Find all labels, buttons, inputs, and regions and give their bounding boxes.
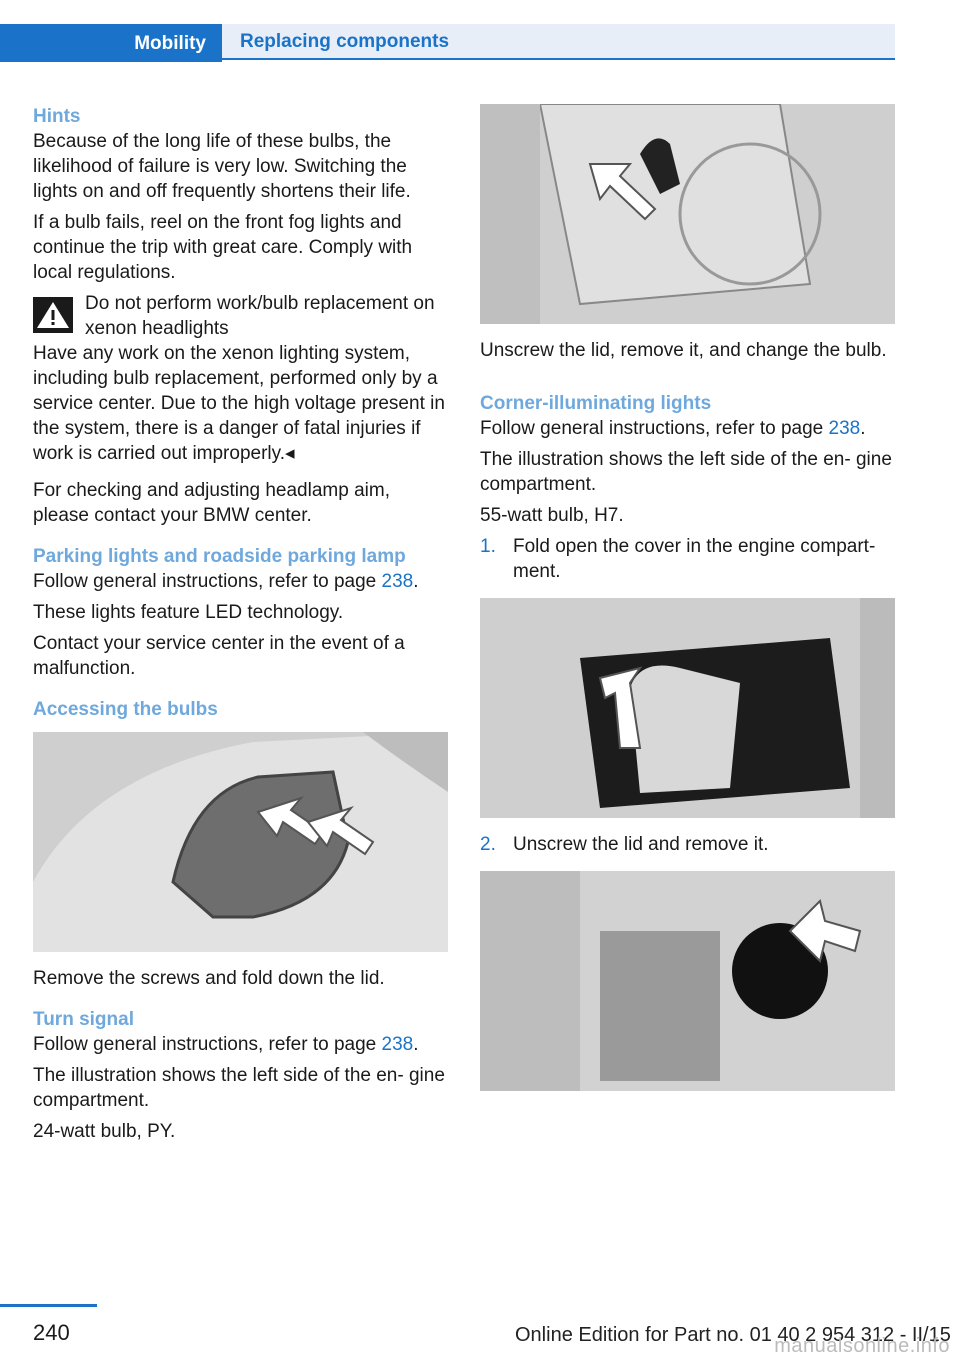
access-bulbs-figure <box>33 732 448 952</box>
left-column: Hints Because of the long life of these … <box>33 104 448 1150</box>
warning-block: Do not perform work/bulb replacement on … <box>33 291 448 341</box>
step-text: Unscrew the lid and remove it. <box>513 834 769 855</box>
parking-paragraph-1: Follow general instructions, refer to pa… <box>33 571 419 592</box>
hints-paragraph-1: Because of the long life of these bulbs,… <box>33 131 411 202</box>
page-link[interactable]: 238 <box>381 571 414 592</box>
step-item: 2. Unscrew the lid and remove it. <box>480 832 895 857</box>
corner-lights-heading: Corner-illuminating lights <box>480 393 712 414</box>
corner-paragraph-3: 55-watt bulb, H7. <box>480 505 624 526</box>
headlight-lid-illustration <box>480 104 895 324</box>
right-column: Unscrew the lid, remove it, and change t… <box>480 104 895 1105</box>
warning-title: Do not perform work/bulb replacement on … <box>85 293 435 339</box>
hints-heading: Hints <box>33 106 81 127</box>
parking-paragraph-3: Contact your service center in the event… <box>33 633 405 679</box>
page-header: Mobility Replacing components <box>0 24 895 62</box>
access-caption: Remove the screws and fold down the lid. <box>33 968 385 989</box>
steps-list-continued: 2. Unscrew the lid and remove it. <box>480 832 895 857</box>
aim-paragraph: For checking and adjusting headlamp aim,… <box>33 480 390 526</box>
turn-signal-heading: Turn signal <box>33 1009 134 1030</box>
step-text: Fold open the cover in the engine compar… <box>513 536 876 582</box>
access-heading: Accessing the bulbs <box>33 699 218 720</box>
corner-light-lid-illustration <box>480 871 895 1091</box>
parking-heading: Parking lights and roadside parking lamp <box>33 546 406 567</box>
corner-paragraph-2: The illustration shows the left side of … <box>480 449 892 495</box>
bulb-lid-figure <box>480 104 895 324</box>
engine-lid-illustration <box>33 732 448 952</box>
chapter-tab[interactable]: Mobility <box>0 24 222 62</box>
section-tab[interactable]: Replacing components <box>222 24 895 60</box>
step-number: 1. <box>480 536 496 557</box>
page-link[interactable]: 238 <box>828 418 861 439</box>
turn-paragraph-2: The illustration shows the left side of … <box>33 1065 445 1111</box>
step-number: 2. <box>480 834 496 855</box>
edition-text: Online Edition for Part no. 01 40 2 954 … <box>515 1324 951 1346</box>
corner-paragraph-1: Follow general instructions, refer to pa… <box>480 418 866 439</box>
watermark: manualsonline.info <box>774 1335 950 1357</box>
turn-paragraph-1: Follow general instructions, refer to pa… <box>33 1034 419 1055</box>
hints-paragraph-2: If a bulb fails, reel on the front fog l… <box>33 212 413 283</box>
warning-icon <box>33 297 73 333</box>
turn-paragraph-3: 24-watt bulb, PY. <box>33 1121 176 1142</box>
engine-cover-illustration <box>480 598 895 818</box>
cover-open-figure <box>480 598 895 818</box>
parking-paragraph-2: These lights feature LED technology. <box>33 602 344 623</box>
step-item: 1. Fold open the cover in the engine com… <box>480 534 895 584</box>
unscrew-lid-figure <box>480 871 895 1091</box>
page-number: 240 <box>33 1320 70 1345</box>
page-link[interactable]: 238 <box>381 1034 414 1055</box>
footer-rule <box>0 1304 97 1307</box>
steps-list: 1. Fold open the cover in the engine com… <box>480 534 895 584</box>
lid-caption: Unscrew the lid, remove it, and change t… <box>480 340 887 361</box>
warning-body: Have any work on the xenon lighting syst… <box>33 343 445 464</box>
